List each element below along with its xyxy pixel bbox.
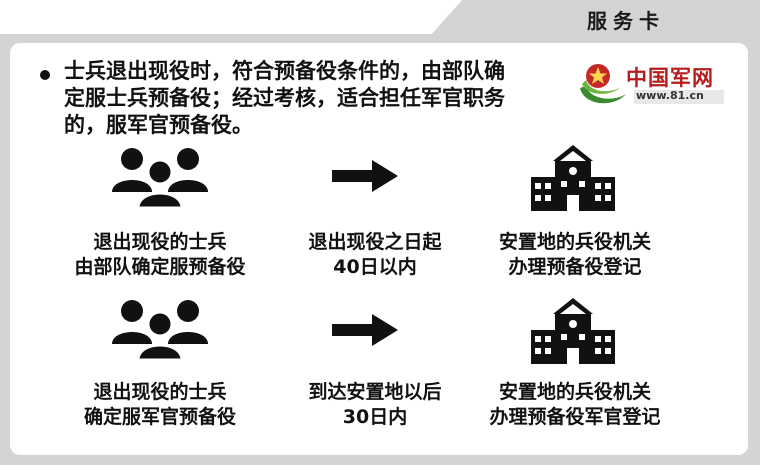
arrow-right-icon — [332, 314, 398, 346]
header-tab — [430, 0, 760, 36]
caption-line: 安置地的兵役机关 — [498, 231, 651, 253]
caption-line: 办理预备役军官登记 — [489, 406, 661, 428]
caption-line: 30日内 — [342, 406, 408, 428]
caption-line: 到达安置地以后 — [308, 381, 442, 403]
row2-middle-caption: 到达安置地以后 30日内 — [285, 380, 465, 430]
logo-name: 中国军网 — [626, 66, 714, 90]
card-panel — [10, 43, 748, 455]
row2-right-caption: 安置地的兵役机关 办理预备役军官登记 — [470, 380, 680, 430]
arrow-right-icon — [332, 160, 398, 192]
group-icon — [112, 300, 208, 360]
caption-line: 办理预备役登记 — [508, 256, 642, 278]
group-icon — [112, 148, 208, 208]
caption-line: 由部队确定服预备役 — [74, 256, 246, 278]
row1-right-caption: 安置地的兵役机关 办理预备役登记 — [470, 230, 680, 280]
caption-line: 退出现役的士兵 — [93, 381, 227, 403]
government-building-icon — [531, 145, 615, 211]
government-building-icon — [531, 298, 615, 364]
header-title: 服务卡 — [587, 9, 665, 33]
row2-left-caption: 退出现役的士兵 确定服军官预备役 — [60, 380, 260, 430]
logo-url: www.81.cn — [636, 89, 704, 102]
china-military-logo-icon — [580, 64, 724, 104]
caption-line: 确定服军官预备役 — [83, 406, 236, 428]
intro-text: 士兵退出现役时，符合预备役条件的，由部队确定服士兵预备役；经过考核，适合担任军官… — [64, 59, 505, 137]
caption-line: 退出现役的士兵 — [93, 231, 227, 253]
caption-line: 40日以内 — [333, 256, 417, 278]
row1-middle-caption: 退出现役之日起 40日以内 — [285, 230, 465, 280]
caption-line: 退出现役之日起 — [308, 231, 442, 253]
row1-left-caption: 退出现役的士兵 由部队确定服预备役 — [60, 230, 260, 280]
caption-line: 安置地的兵役机关 — [498, 381, 651, 403]
bullet-icon — [40, 70, 50, 80]
